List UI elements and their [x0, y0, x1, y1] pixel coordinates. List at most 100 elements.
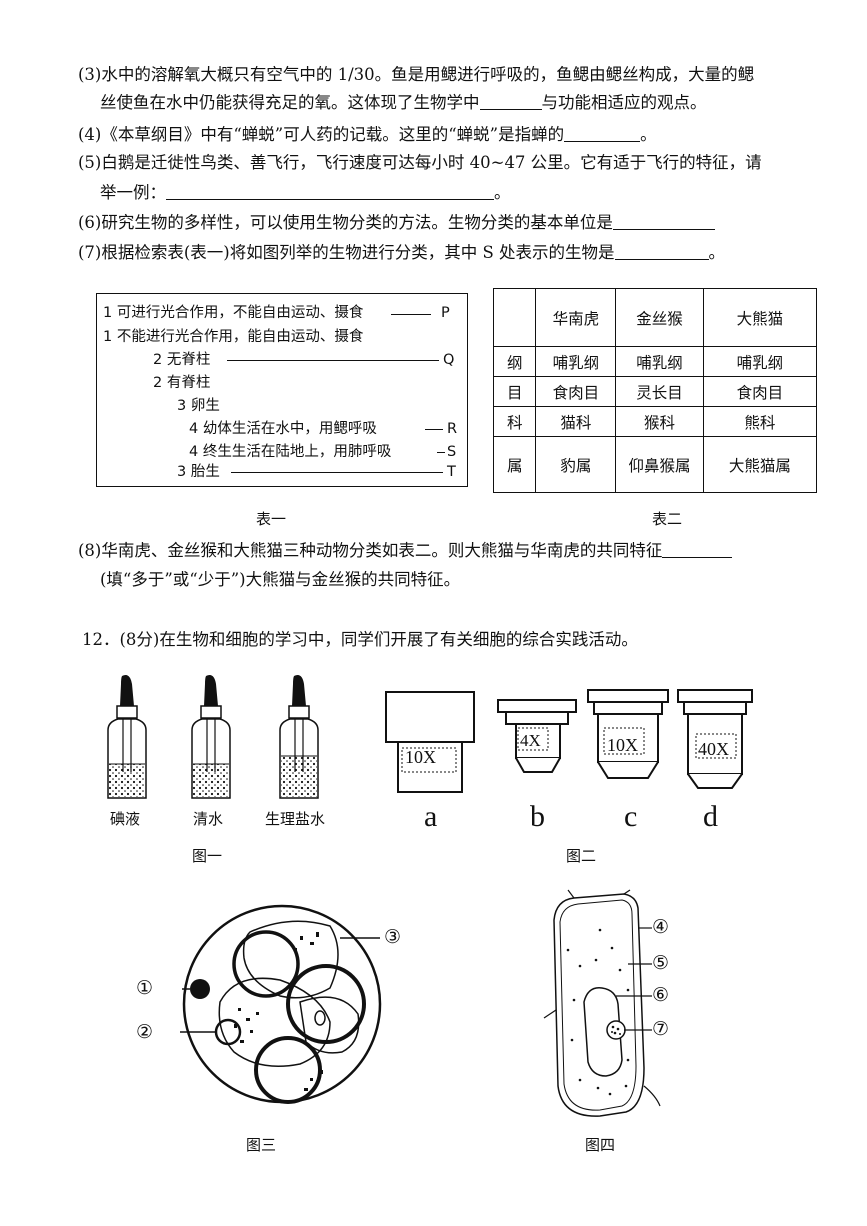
- table-cell: 食肉目: [702, 376, 818, 407]
- table-cell: 熊科: [702, 406, 818, 437]
- marker-4: ④: [652, 916, 670, 938]
- q7-text-a: (7)根据检索表(表一)将如图列举的生物进行分类，其中 S 处表示的生物是: [78, 243, 615, 262]
- marker-7: ⑦: [652, 1018, 670, 1040]
- q3-line2: 丝使鱼在水中仍能获得充足的氧。这体现了生物学中 与功能相适应的观点。: [100, 89, 707, 117]
- lens-letter-c: c: [624, 800, 638, 833]
- bottle-label-iodine: 碘液: [110, 810, 141, 828]
- q8-line1: (8)华南虎、金丝猴和大熊猫三种动物分类如表二。则大熊猫与华南虎的共同特征: [78, 537, 733, 565]
- key-end-p: P: [441, 305, 450, 321]
- lens-letter-d: d: [703, 800, 718, 833]
- lens-d-magnification: 40X: [698, 739, 729, 759]
- key-line-3: 2 无脊柱: [153, 352, 211, 368]
- key-end-t: T: [447, 464, 456, 480]
- table-header-cell: 华南虎: [535, 288, 617, 347]
- figure3-microscope-field: [180, 904, 382, 1104]
- key-end-q: Q: [443, 352, 455, 368]
- lens-letter-a: a: [424, 800, 438, 833]
- table-row: 属 豹属 仰鼻猴属 大熊猫属: [492, 436, 818, 493]
- key-line-2: 1 不能进行光合作用，能自由运动、摄食: [103, 329, 364, 345]
- lens-c-magnification: 10X: [607, 735, 638, 755]
- key-line-7: 4 终生生活在陆地上，用肺呼吸: [189, 444, 392, 460]
- objective-lens-c: [587, 689, 669, 779]
- table-cell: 哺乳纲: [702, 346, 818, 377]
- q7: (7)根据检索表(表一)将如图列举的生物进行分类，其中 S 处表示的生物是。: [78, 239, 725, 267]
- key-end-r: R: [447, 421, 458, 437]
- q5-line2: 举一例： 。: [100, 179, 511, 207]
- key-leader-3: [227, 360, 439, 361]
- key-line-5: 3 卵生: [177, 398, 220, 414]
- marker-6: ⑥: [652, 984, 670, 1006]
- cell-granules: [234, 932, 323, 1091]
- q8-line2: (填“多于”或“少于”)大熊猫与金丝猴的共同特征。: [100, 570, 461, 589]
- figure4-caption: 图四: [585, 1136, 616, 1154]
- table-cell: 大熊猫属: [702, 436, 818, 493]
- q8-text: (8)华南虎、金丝猴和大熊猫三种动物分类如表二。则大熊猫与华南虎的共同特征: [78, 541, 663, 560]
- figure4-plant-cell: [543, 889, 661, 1117]
- dropper-bottle-water: [191, 675, 231, 799]
- dropper-bottle-iodine: [107, 675, 147, 799]
- q7-answer-blank[interactable]: [614, 241, 709, 260]
- q5-line1: (5)白鹅是迁徙性鸟类、善飞行，飞行速度可达每小时 40~47 公里。它有适于飞…: [78, 153, 762, 172]
- key-line-4: 2 有脊柱: [153, 375, 211, 391]
- q3-text-b: 与功能相适应的观点。: [541, 93, 707, 112]
- key-line-1: 1 可进行光合作用，不能自由运动、摄食: [103, 305, 364, 321]
- table-cell: 仰鼻猴属: [615, 436, 704, 493]
- q6-text: (6)研究生物的多样性，可以使用生物分类的方法。生物分类的基本单位是: [78, 213, 613, 232]
- marker-2: ②: [136, 1021, 154, 1043]
- marker-5: ⑤: [652, 952, 670, 974]
- table-cell: 食肉目: [535, 376, 617, 407]
- lens-a-magnification: 10X: [405, 747, 436, 767]
- table-cell: 目: [492, 376, 537, 407]
- class-table-caption: 表二: [652, 510, 683, 528]
- figure1-caption: 图一: [192, 847, 223, 865]
- q4-answer-blank[interactable]: [564, 123, 641, 142]
- table-cell: 属: [492, 436, 537, 493]
- table-header-cell: [492, 288, 537, 347]
- key-end-s: S: [447, 444, 457, 460]
- key-table: 1 可进行光合作用，不能自由运动、摄食 P 1 不能进行光合作用，能自由运动、摄…: [96, 293, 468, 487]
- q5-text-a: 举一例：: [100, 183, 166, 202]
- figure2-lenses: [385, 689, 753, 793]
- cytoplasm-dots: [566, 928, 630, 1096]
- lens-letter-b: b: [530, 800, 545, 833]
- table-header-cell: 金丝猴: [615, 288, 704, 347]
- q3-answer-blank[interactable]: [479, 91, 542, 110]
- dropper-bottle-saline: [279, 675, 319, 799]
- eyepiece-lens-a: [385, 691, 475, 793]
- table-cell: 猫科: [535, 406, 617, 437]
- key-table-caption: 表一: [256, 510, 287, 528]
- lens-b-magnification: 4X: [520, 731, 541, 750]
- q6-answer-blank[interactable]: [612, 211, 715, 230]
- q8-answer-blank[interactable]: [662, 539, 733, 558]
- table-cell: 哺乳纲: [615, 346, 704, 377]
- key-leader-1: [391, 314, 431, 315]
- key-leader-8: [231, 472, 443, 473]
- table-header-row: 华南虎 金丝猴 大熊猫: [492, 288, 818, 347]
- table-row: 科 猫科 猴科 熊科: [492, 406, 818, 437]
- bottle-label-water: 清水: [193, 810, 224, 828]
- q3-text-a: 丝使鱼在水中仍能获得充足的氧。这体现了生物学中: [100, 93, 480, 112]
- table-cell: 纲: [492, 346, 537, 377]
- table-cell: 哺乳纲: [535, 346, 617, 377]
- q5-text-b: 。: [494, 183, 511, 202]
- key-line-6: 4 幼体生活在水中，用鳃呼吸: [189, 421, 377, 437]
- bottle-label-saline: 生理盐水: [265, 810, 326, 828]
- figure3-caption: 图三: [246, 1136, 277, 1154]
- key-line-8: 3 胎生: [177, 464, 220, 480]
- table-row: 目 食肉目 灵长目 食肉目: [492, 376, 818, 407]
- figure1-bottles: [107, 675, 319, 799]
- q5-answer-blank[interactable]: [166, 181, 494, 200]
- classification-table: 华南虎 金丝猴 大熊猫 纲 哺乳纲 哺乳纲 哺乳纲 目 食肉目 灵长目 食肉目 …: [492, 288, 818, 493]
- q4: (4)《本草纲目》中有“蝉蜕”可人药的记载。这里的“蝉蜕”是指蝉的。: [78, 121, 657, 149]
- table-row: 纲 哺乳纲 哺乳纲 哺乳纲: [492, 346, 818, 377]
- table-cell: 豹属: [535, 436, 617, 493]
- q3-line1: (3)水中的溶解氧大概只有空气中的 1/30。鱼是用鳃进行呼吸的，鱼鳃由鳃丝构成…: [78, 65, 755, 84]
- q12: 12．(8分)在生物和细胞的学习中，同学们开展了有关细胞的综合实践活动。: [82, 630, 638, 649]
- table-cell: 科: [492, 406, 537, 437]
- table-header-cell: 大熊猫: [702, 288, 818, 347]
- q4-text-b: 。: [640, 125, 657, 144]
- figure2-caption: 图二: [566, 847, 597, 865]
- key-leader-6: [425, 429, 443, 430]
- table-cell: 灵长目: [615, 376, 704, 407]
- table-cell: 猴科: [615, 406, 704, 437]
